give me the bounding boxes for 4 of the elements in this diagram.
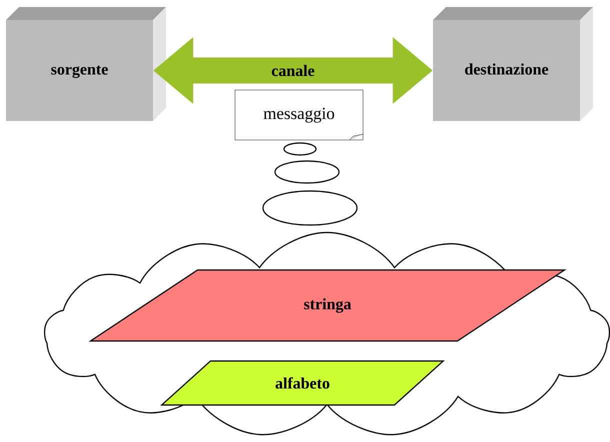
block: destinazione	[433, 7, 593, 121]
note-box: messaggio	[234, 90, 364, 140]
block: sorgente	[6, 7, 166, 121]
edge-label: canale	[272, 64, 314, 76]
